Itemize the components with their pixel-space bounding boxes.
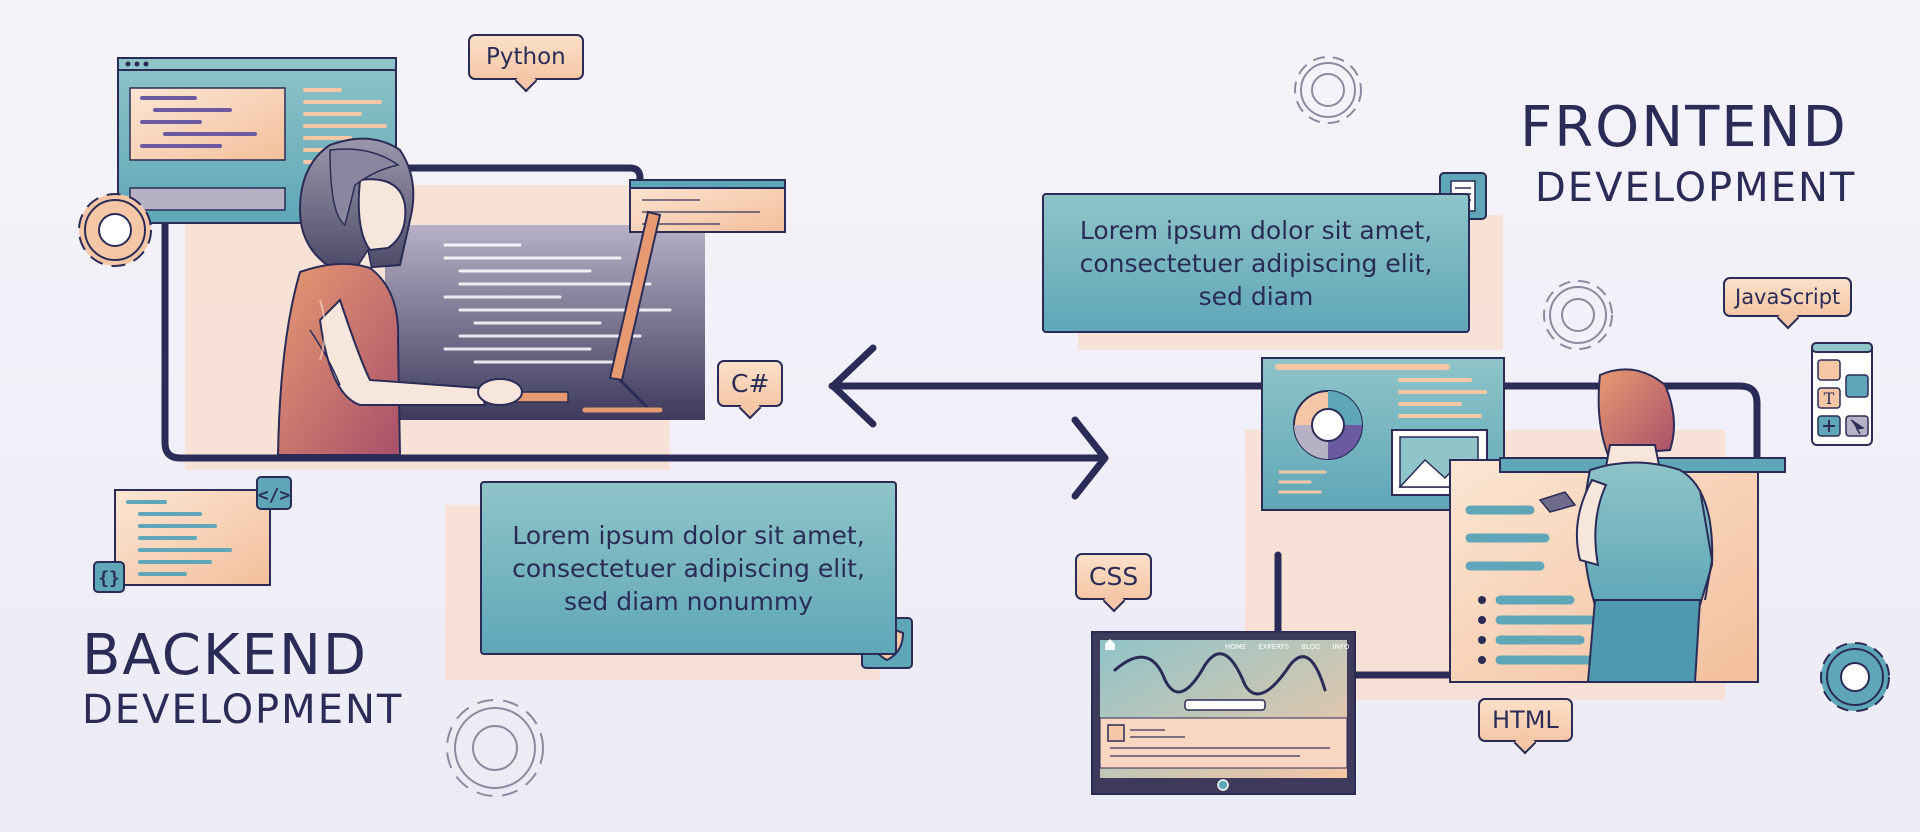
backend-code-screen xyxy=(385,179,786,420)
python-tag: Python xyxy=(468,34,584,80)
csharp-tag: C# xyxy=(717,360,784,407)
backend-subheading: DEVELOPMENT xyxy=(82,687,404,733)
nav-item-info: INFO xyxy=(1332,643,1350,651)
gears xyxy=(78,56,1890,797)
design-tools-palette: T xyxy=(1811,342,1873,446)
svg-text:</>: </> xyxy=(258,485,291,506)
backend-arrow-head xyxy=(1071,416,1109,500)
html-tag: HTML xyxy=(1478,698,1573,742)
gear-icon xyxy=(1543,280,1613,350)
backend-heading: BACKEND xyxy=(82,623,368,688)
website-mockup xyxy=(1091,631,1356,795)
frontend-heading: FRONTEND xyxy=(1520,95,1848,160)
frontend-text-card: Lorem ipsum dolor sit amet, consectetuer… xyxy=(1042,193,1470,333)
frontend-loop-line xyxy=(828,382,1761,464)
gear-icon xyxy=(78,193,152,267)
svg-text:{}: {} xyxy=(98,568,120,589)
frontend-developer-figure xyxy=(1538,368,1714,683)
nav-item-blog: BLOG xyxy=(1301,643,1321,651)
frontend-subheading: DEVELOPMENT xyxy=(1535,165,1857,211)
gear-icon xyxy=(1820,642,1890,712)
flow-lines xyxy=(161,164,1761,679)
svg-text:T: T xyxy=(1824,389,1835,408)
css-tag: CSS xyxy=(1075,553,1153,600)
javascript-tag: JavaScript xyxy=(1723,277,1853,317)
frontend-arrow-head xyxy=(829,344,877,428)
nav-item-experts: EXPERTS xyxy=(1258,643,1290,651)
gear-icon xyxy=(446,699,544,797)
nav-item-home: HOME xyxy=(1225,643,1247,651)
gear-icon xyxy=(1294,56,1362,124)
backend-snippet-card: </> {} xyxy=(93,476,292,593)
website-nav: HOME EXPERTS BLOG INFO xyxy=(1225,643,1349,651)
backend-text-card: Lorem ipsum dolor sit amet, consectetuer… xyxy=(480,481,897,655)
backend-developer-figure xyxy=(276,137,523,456)
